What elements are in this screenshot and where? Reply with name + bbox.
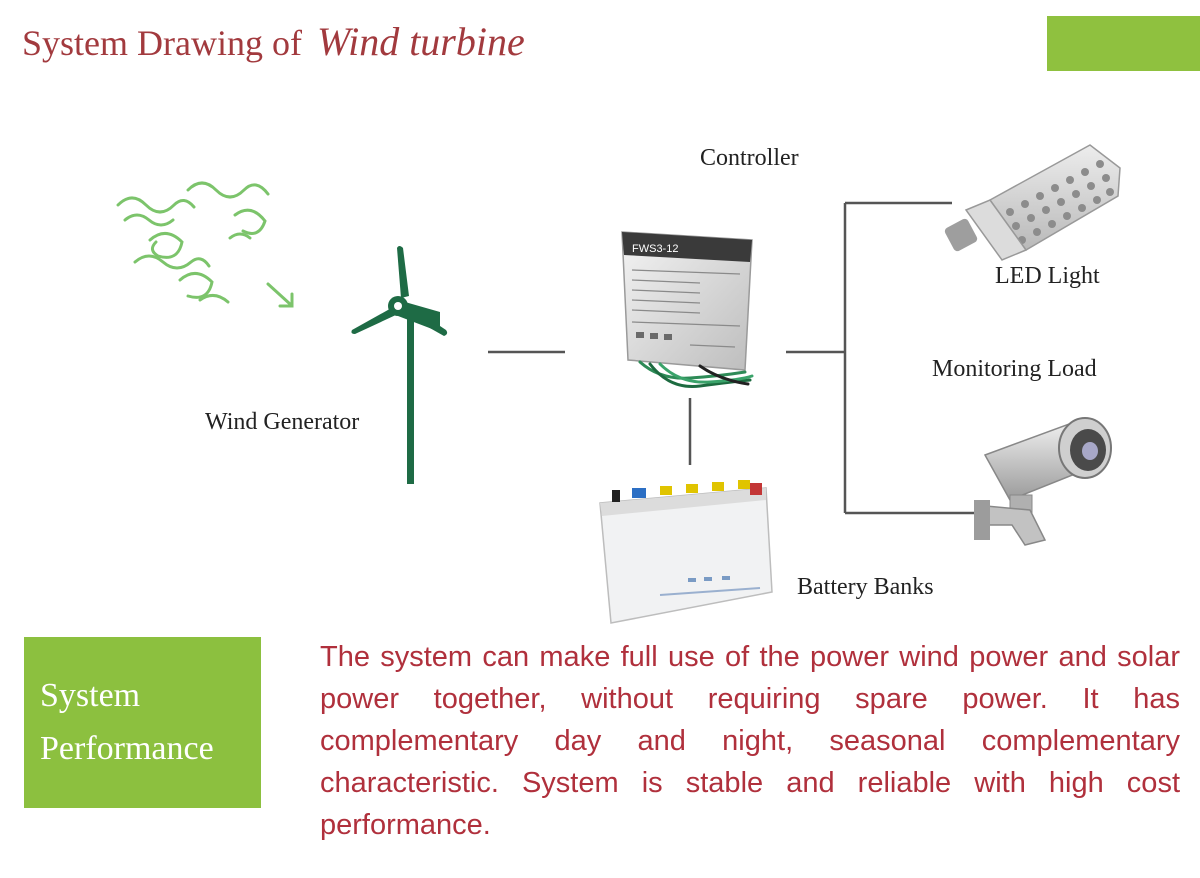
performance-description: The system can make full use of the powe… xyxy=(320,641,1180,841)
system-performance-box: System Performance xyxy=(24,637,261,808)
wind-turbine-icon xyxy=(351,246,448,484)
system-performance-heading: System Performance xyxy=(40,669,214,775)
title-accent: Wind turbine xyxy=(316,19,525,64)
controller-icon: FWS3-12 xyxy=(621,231,754,389)
wind-generator-label: Wind Generator xyxy=(205,409,360,435)
performance-heading-line2: Performance xyxy=(40,730,214,767)
led-light-icon xyxy=(944,144,1121,261)
connection-lines xyxy=(488,201,975,515)
controller-model-text: FWS3-12 xyxy=(632,243,678,255)
battery-banks-label: Battery Banks xyxy=(797,574,934,600)
led-light-label: LED Light xyxy=(995,263,1100,289)
title-prefix: System Drawing of xyxy=(22,23,302,63)
page-title: System Drawing of Wind turbine xyxy=(22,18,525,65)
wind-icon xyxy=(116,181,294,308)
security-camera-icon xyxy=(974,417,1112,546)
monitoring-load-label: Monitoring Load xyxy=(932,356,1097,382)
battery-icon xyxy=(599,480,773,624)
performance-heading-line1: System xyxy=(40,677,141,714)
accent-bar xyxy=(1047,16,1200,71)
controller-label: Controller xyxy=(700,145,799,171)
